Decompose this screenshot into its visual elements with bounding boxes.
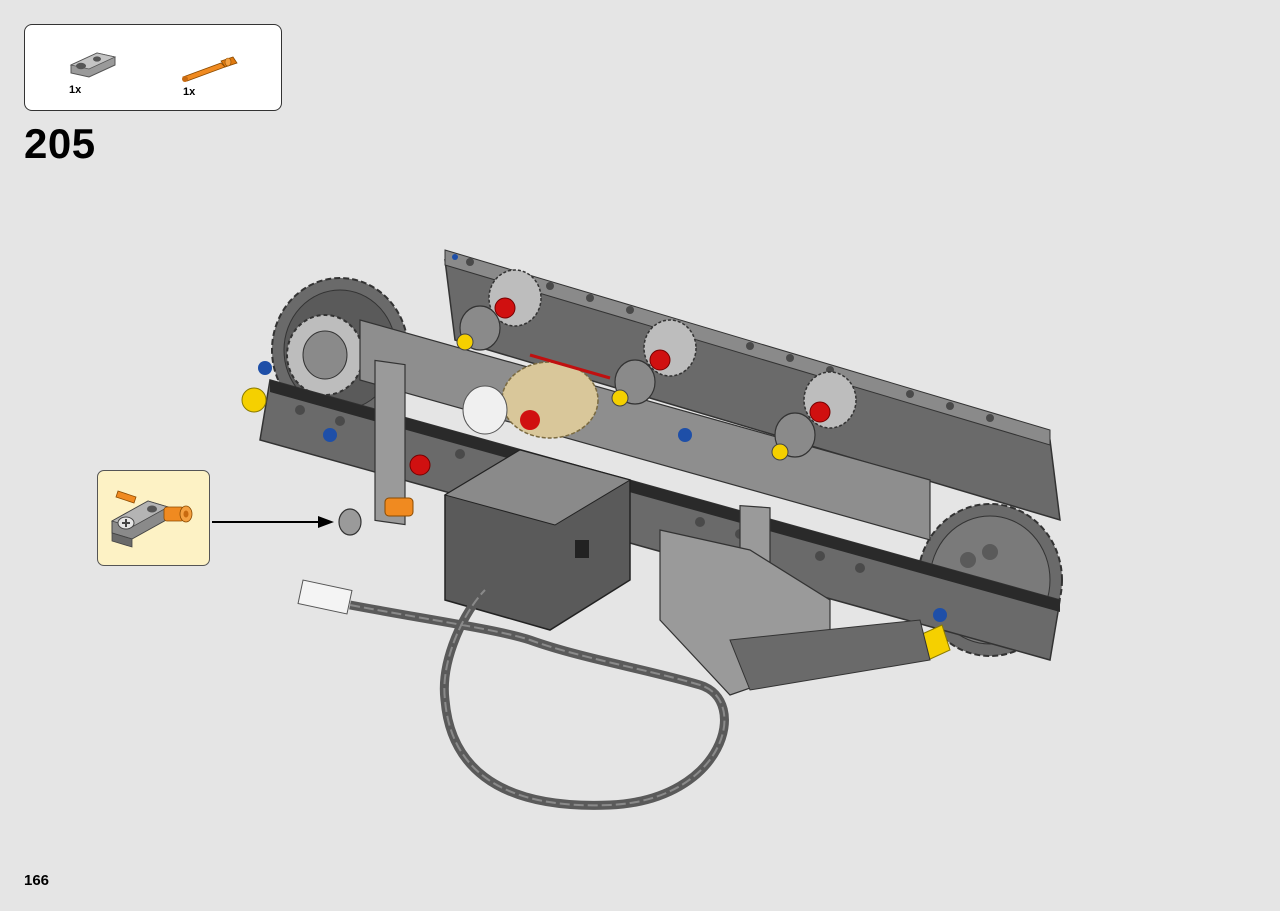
gray-pin-connector-icon	[69, 52, 117, 78]
step-number: 205	[24, 120, 96, 167]
orange-axle-pin-icon	[182, 56, 238, 82]
sub-assembly-callout	[97, 470, 210, 566]
technic-assembly-illustration	[241, 249, 1063, 810]
sub-assembly-icon	[110, 490, 193, 548]
part-orange-axle-pin	[181, 55, 239, 85]
page-number: 166	[24, 872, 50, 889]
pointer-arrow	[212, 516, 334, 528]
parts-list-box: 1x 1x	[24, 24, 282, 111]
part-gray-connector	[67, 47, 119, 79]
part-quantity: 1x	[69, 84, 82, 96]
part-quantity: 1x	[183, 86, 196, 98]
